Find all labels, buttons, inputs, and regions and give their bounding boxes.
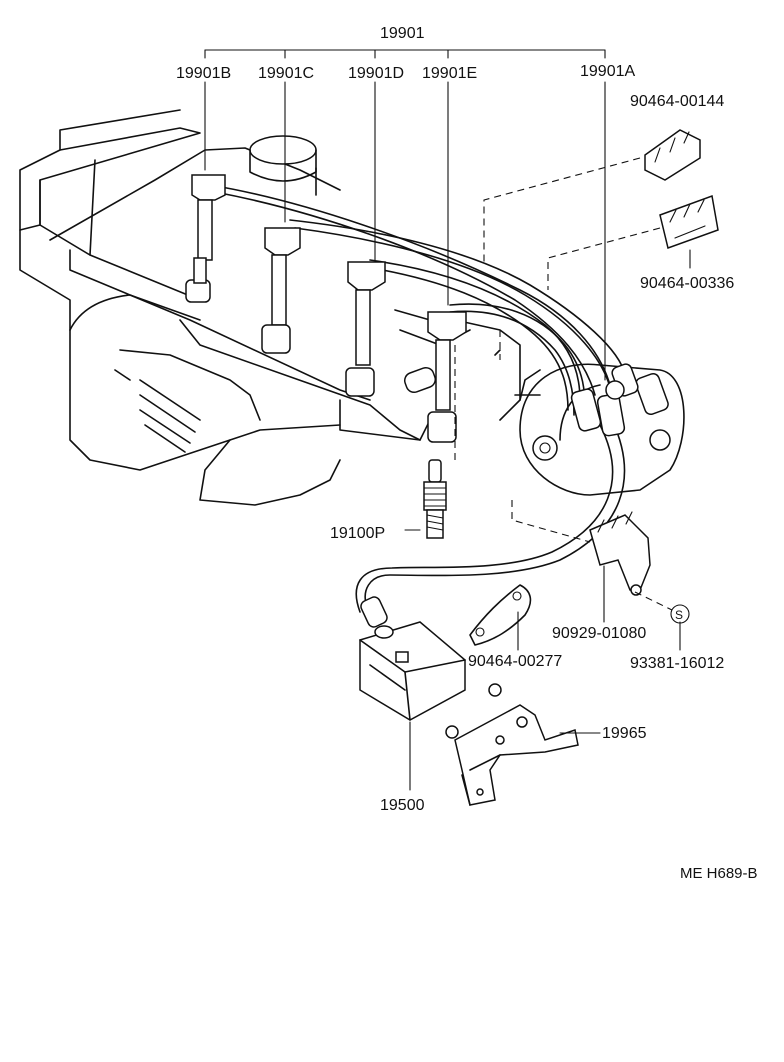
boot-d [345, 261, 386, 397]
label-90464-00336: 90464-00336 [640, 275, 734, 292]
label-19100P: 19100P [330, 525, 385, 542]
screw-symbol: S [675, 608, 683, 622]
label-90464-00277: 90464-00277 [468, 653, 562, 670]
clamp-90464-00336-drawing [659, 194, 719, 249]
label-19901A: 19901A [580, 63, 635, 80]
clamp-90464-00277-drawing [469, 584, 532, 646]
label-19901C: 19901C [258, 65, 314, 82]
label-19500: 19500 [380, 797, 425, 814]
label-19965: 19965 [602, 725, 647, 742]
ignition-coil-drawing [359, 596, 466, 721]
boot-e [427, 311, 467, 443]
distributor-drawing [514, 363, 685, 496]
coil-bracket-drawing [445, 683, 579, 806]
boot-c [261, 227, 301, 354]
part-number-labels: 19901 19901B 19901C 19901D 19901E 19901A… [176, 25, 758, 882]
spark-plug-drawing [423, 459, 447, 539]
leader-lines [204, 49, 691, 791]
label-93381-16012: 93381-16012 [630, 655, 724, 672]
label-19901: 19901 [380, 25, 425, 42]
label-90929-01080: 90929-01080 [552, 625, 646, 642]
label-90464-00144: 90464-00144 [630, 93, 724, 110]
label-19901D: 19901D [348, 65, 404, 82]
holder-90929-01080-drawing [589, 511, 651, 596]
clamp-90464-00144-drawing [644, 129, 701, 181]
spark-plug-wires [209, 184, 626, 613]
boot-b [185, 174, 226, 303]
label-19901E: 19901E [422, 65, 477, 82]
label-19901B: 19901B [176, 65, 231, 82]
plug-boots [185, 174, 467, 443]
diagram-code: ME H689-B [680, 865, 758, 882]
engine-head-drawing [19, 109, 521, 506]
